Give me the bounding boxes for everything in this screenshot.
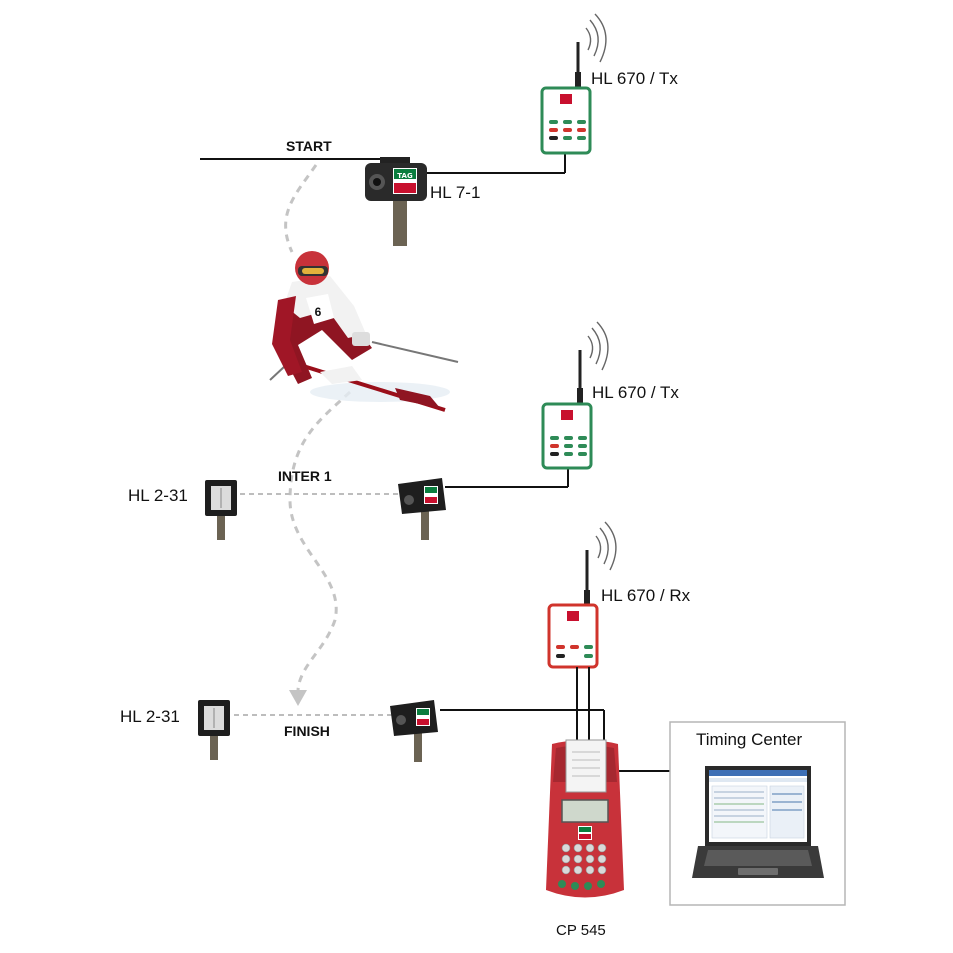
cp545-printer	[546, 739, 624, 898]
inter1-label: INTER 1	[278, 468, 332, 484]
transmitter-middle	[541, 321, 609, 470]
hl71-label: HL 7-1	[430, 183, 481, 202]
cp545-label: CP 545	[556, 922, 606, 939]
start-label: START	[286, 138, 332, 154]
reflector1-label: HL 2-31	[128, 486, 188, 505]
racer-bib-number: 6	[315, 305, 322, 319]
tx2-label: HL 670 / Tx	[592, 383, 679, 402]
timing-center-label: Timing Center	[696, 730, 803, 749]
timing-center-frame	[669, 721, 846, 906]
racer-path-upper	[284, 164, 318, 253]
svg-text:TAG: TAG	[397, 172, 413, 180]
laptop	[692, 766, 824, 878]
transmitter-top	[540, 13, 607, 155]
reflector-finish	[198, 700, 230, 760]
skier-illustration: 6	[269, 251, 459, 412]
start-gate-hl71: TAG	[365, 157, 427, 246]
receiver	[547, 521, 617, 669]
photocell-finish	[390, 700, 438, 762]
finish-label: FINISH	[284, 723, 330, 739]
reflector2-label: HL 2-31	[120, 707, 180, 726]
photocell-inter1	[398, 478, 446, 540]
reflector-inter1	[205, 480, 237, 540]
tx1-label: HL 670 / Tx	[591, 69, 678, 88]
rx-label: HL 670 / Rx	[601, 586, 691, 605]
racer-path-arrowhead	[289, 690, 307, 706]
racer-path-lower	[288, 390, 352, 691]
